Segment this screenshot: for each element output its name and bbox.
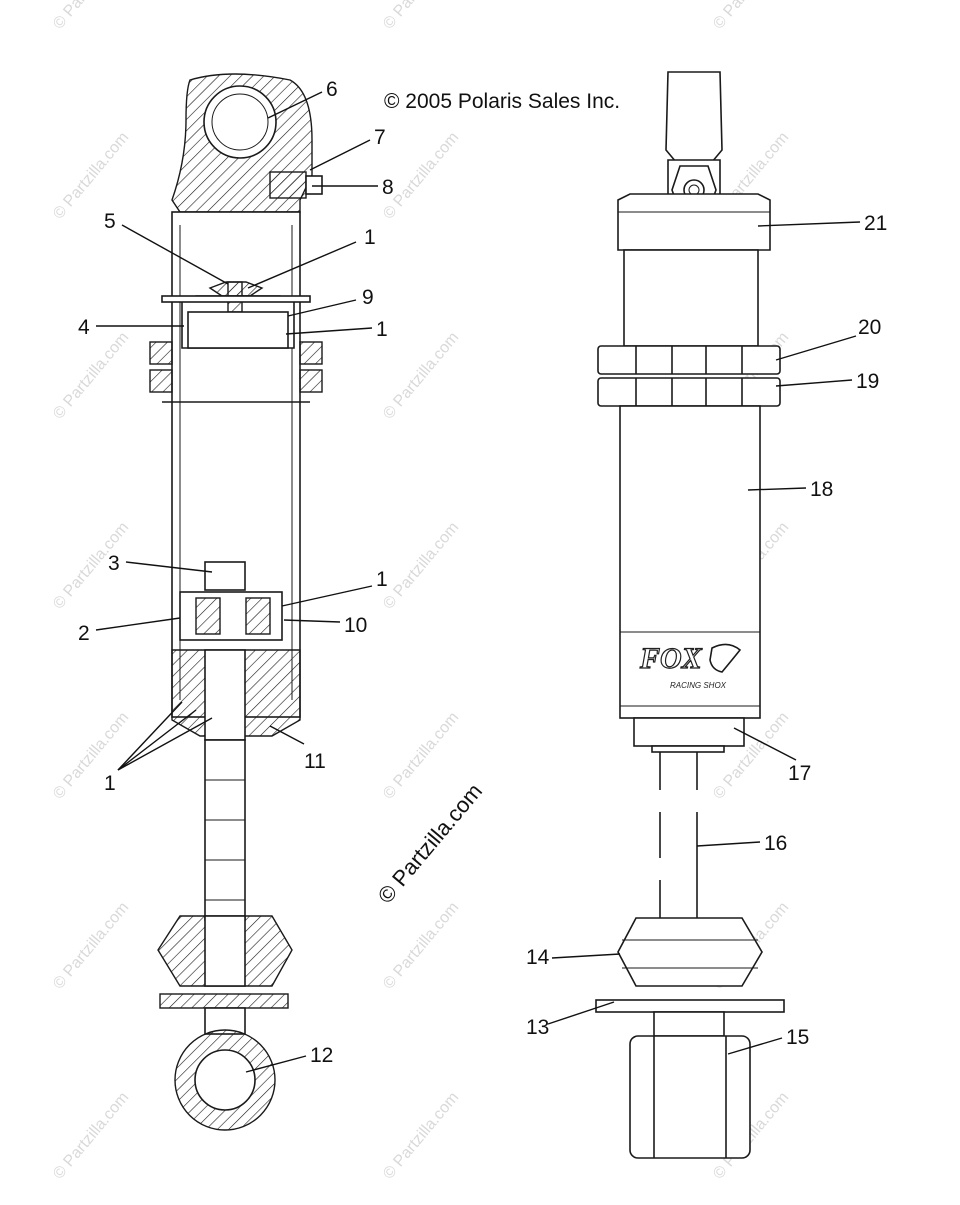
copyright-notice: © 2005 Polaris Sales Inc.: [384, 90, 620, 113]
watermark-tile: © Partzilla.com: [380, 0, 462, 33]
callout-12: 12: [310, 1044, 333, 1067]
callout-15: 15: [786, 1026, 809, 1049]
shaft: [204, 739, 246, 921]
fox-logo-tagline: RACING SHOX: [670, 681, 727, 690]
callout-numbers: 6 7 8 5 1 9 4 1 21 20 19 18 3 1 2 10 1 1…: [78, 78, 887, 1067]
callout-18: 18: [810, 478, 833, 501]
callout-2: 2: [78, 622, 90, 645]
callout-16: 16: [764, 832, 787, 855]
callout-11: 11: [304, 750, 326, 773]
callout-8: 8: [382, 176, 394, 199]
callout-9: 9: [362, 286, 374, 309]
callout-21: 21: [864, 212, 887, 235]
piston-rod-top: [204, 561, 246, 591]
callout-10: 10: [344, 614, 367, 637]
washer-exterior: [595, 999, 785, 1013]
watermark-tile: © Partzilla.com: [380, 329, 462, 423]
callout-5: 5: [104, 210, 116, 233]
callout-13: 13: [526, 1016, 549, 1039]
callout-1-top: 1: [364, 226, 376, 249]
callout-7: 7: [374, 126, 386, 149]
watermark-tile: © Partzilla.com: [380, 899, 462, 993]
callout-14: 14: [526, 946, 550, 969]
watermark-tile: © Partzilla.com: [380, 709, 462, 803]
bottom-eyelet-exterior: [629, 1035, 751, 1159]
callout-19: 19: [856, 370, 879, 393]
callout-17: 17: [788, 762, 811, 785]
left-shock-cross-section: [149, 73, 323, 1131]
body-cap: [617, 193, 771, 251]
bumper-exterior: [617, 917, 763, 987]
washer: [159, 993, 289, 1009]
fox-logo: FOX RACING SHOX: [638, 641, 742, 690]
callout-4: 4: [78, 316, 90, 339]
callout-6: 6: [326, 78, 338, 101]
top-clevis: [665, 71, 723, 163]
watermark-tile: © Partzilla.com: [710, 0, 792, 33]
spring-nut-rings: [597, 345, 781, 407]
watermark-tile: © Partzilla.com: [50, 1089, 132, 1183]
upper-body: [623, 249, 759, 347]
watermark-tile: © Partzilla.com: [380, 519, 462, 613]
watermark-tile: © Partzilla.com: [50, 709, 132, 803]
fox-logo-text: FOX: [639, 642, 703, 675]
right-shock-exterior: FOX RACING SHOX: [595, 71, 785, 1159]
spring-collar-left: [149, 295, 323, 393]
adjuster-screw: [269, 171, 307, 199]
callout-1-upper-seal: 1: [376, 318, 388, 341]
watermark-tile: © Partzilla.com: [380, 1089, 462, 1183]
callout-1-lower: 1: [104, 772, 116, 795]
callout-1-piston: 1: [376, 568, 388, 591]
seal-cap: [633, 717, 745, 747]
leader-lines: [95, 91, 861, 1073]
watermark-tile: © Partzilla.com: [50, 519, 132, 613]
callout-20: 20: [858, 316, 881, 339]
callout-3: 3: [108, 552, 120, 575]
eyelet-bore: [203, 85, 277, 159]
watermark-tile: © Partzilla.com: [50, 129, 132, 223]
watermark-tile: © Partzilla.com: [50, 329, 132, 423]
watermark-tile: © Partzilla.com: [50, 0, 132, 33]
watermark-tile: © Partzilla.com: [50, 899, 132, 993]
